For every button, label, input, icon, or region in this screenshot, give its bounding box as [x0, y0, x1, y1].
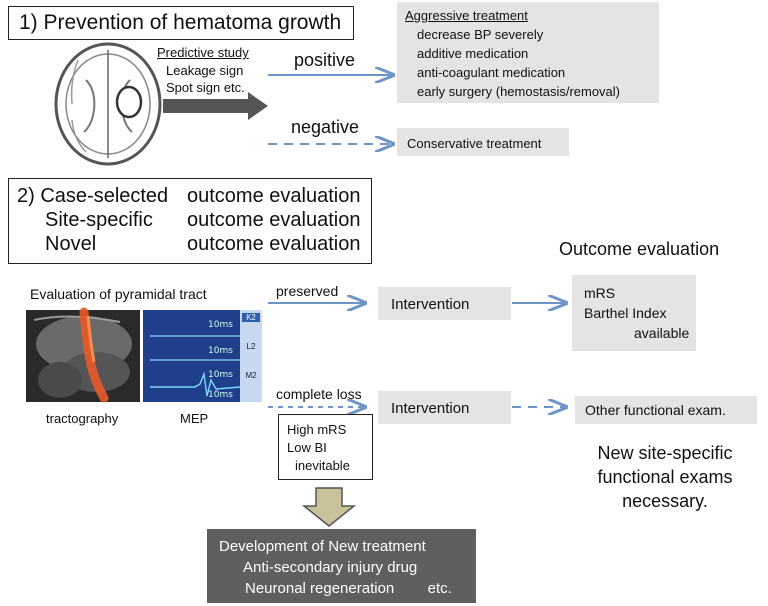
- other-functional-exam-box: Other functional exam.: [575, 396, 757, 424]
- brain-ct-icon: [54, 42, 162, 166]
- aggressive-item: anti-coagulant medication: [417, 65, 566, 80]
- section1-title-box: 1) Prevention of hematoma growth: [8, 6, 354, 40]
- conservative-treatment-box: Conservative treatment: [397, 128, 569, 156]
- aggressive-treatment-title: Aggressive treatment: [405, 8, 528, 23]
- section1-title: 1) Prevention of hematoma growth: [19, 11, 342, 34]
- intervention-box-top: Intervention: [378, 287, 511, 320]
- tractography-label: tractography: [46, 411, 119, 426]
- mep-readout: 10ms: [208, 346, 233, 356]
- inevitable-box: High mRS Low BI inevitable: [278, 414, 373, 480]
- pyramidal-tract-title: Evaluation of pyramidal tract: [30, 286, 207, 302]
- predictive-item-1: Leakage sign: [166, 63, 244, 78]
- down-arrow: [301, 487, 357, 527]
- predictive-item-2: Spot sign etc.: [166, 80, 245, 95]
- tractography-image: [26, 307, 140, 403]
- conservative-treatment-label: Conservative treatment: [407, 136, 542, 151]
- new-exams-text: New site-specific functional exams neces…: [597, 443, 733, 511]
- mep-label: MEP: [180, 411, 209, 426]
- aggressive-item: additive medication: [417, 46, 529, 61]
- intervention-box-bottom: Intervention: [378, 391, 511, 424]
- predictive-arrow: [163, 92, 268, 120]
- complete-loss-label: complete loss: [276, 386, 362, 402]
- mep-image: [143, 310, 262, 402]
- outcome-available-box: mRS Barthel Index available: [572, 275, 696, 351]
- mep-readout: 10ms: [208, 320, 233, 330]
- aggressive-treatment-box: Aggressive treatment decrease BP severel…: [397, 2, 659, 103]
- mep-readout: 10ms: [208, 370, 233, 380]
- aggressive-item: early surgery (hemostasis/removal): [417, 84, 621, 99]
- development-box: Development of New treatment Anti-second…: [207, 529, 476, 603]
- mep-side-labels: K2 L2 M2: [242, 313, 260, 380]
- positive-label: positive: [294, 50, 356, 70]
- negative-label: negative: [291, 117, 360, 137]
- predictive-study-title: Predictive study: [157, 45, 249, 60]
- mep-readout: 10ms: [208, 390, 233, 400]
- development-title: Development of New treatment: [219, 538, 426, 555]
- preserved-label: preserved: [276, 283, 339, 299]
- outcome-evaluation-heading: Outcome evaluation: [559, 239, 720, 259]
- aggressive-item: decrease BP severely: [417, 27, 544, 42]
